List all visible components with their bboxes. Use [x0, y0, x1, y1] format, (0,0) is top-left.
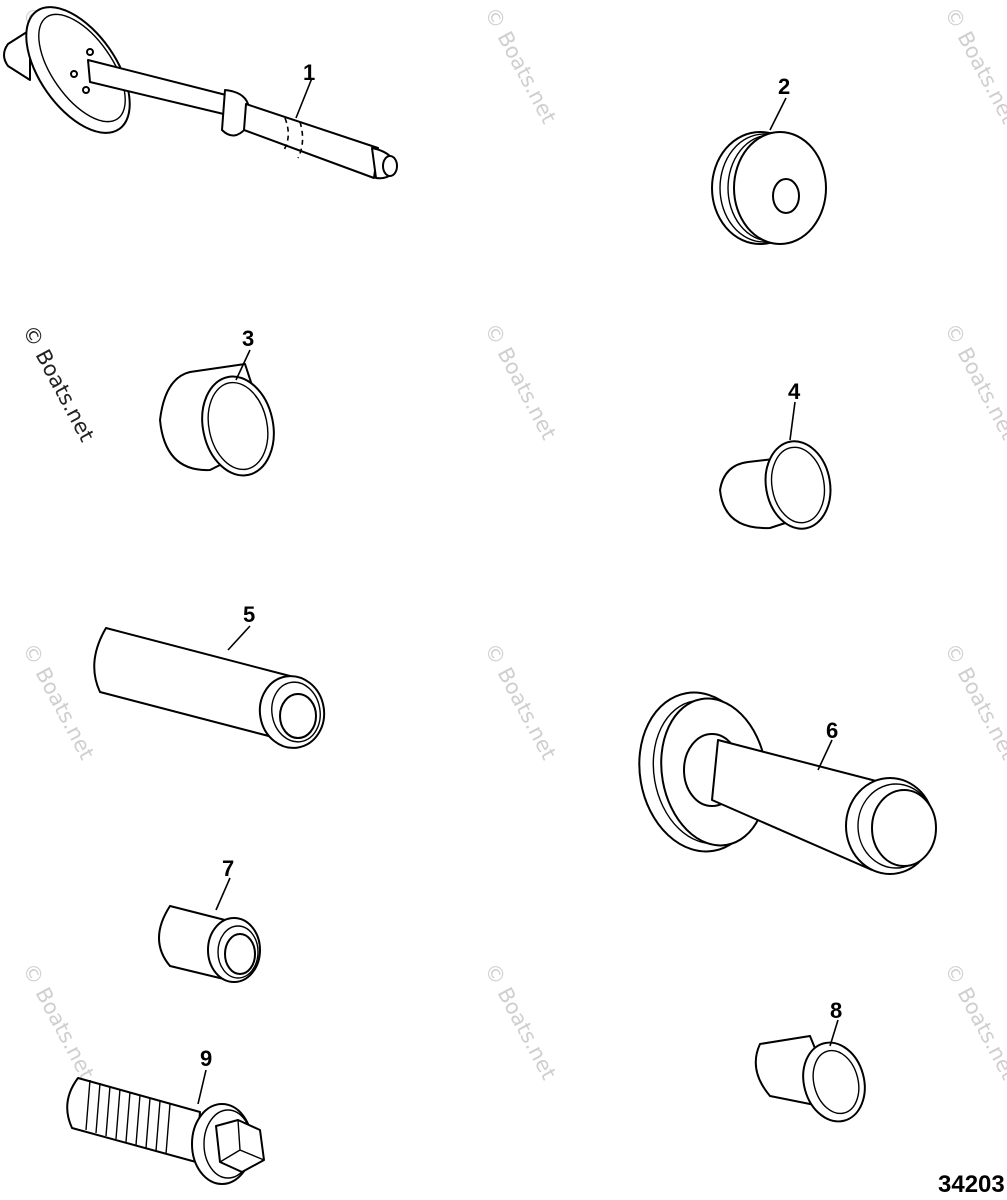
watermark: © Boats.net — [18, 639, 99, 763]
watermark: © Boats.net — [940, 639, 1007, 763]
part-8-tapered-sleeve: 8 — [754, 998, 866, 1123]
watermark: © Boats.net — [940, 3, 1007, 127]
callout-5: 5 — [243, 602, 255, 627]
watermark: © Boats.net — [940, 959, 1007, 1083]
callout-6: 6 — [826, 718, 838, 743]
callout-1: 1 — [303, 60, 315, 85]
part-5-cylinder: 5 — [93, 602, 326, 749]
watermark: © Boats.net — [480, 3, 561, 127]
figure-number: 34203 — [938, 1171, 1005, 1198]
watermark: © Boats.net — [480, 319, 561, 443]
watermark-dark: © Boats.net — [18, 321, 99, 445]
part-3-sleeve: 3 — [159, 326, 275, 477]
part-7-short-cylinder: 7 — [158, 856, 261, 983]
part-1-shaft-tool: 1 — [3, 6, 398, 180]
watermark: © Boats.net — [18, 959, 99, 1083]
part-9-splined-hex-tool: 9 — [66, 1046, 265, 1185]
part-2-disc: 2 — [711, 74, 827, 245]
callout-4: 4 — [788, 379, 801, 404]
watermark: © Boats.net — [940, 319, 1007, 443]
part-4-sleeve: 4 — [719, 379, 832, 530]
watermark: © Boats.net — [480, 959, 561, 1083]
part-6-flanged-tube: 6 — [638, 691, 937, 875]
callout-2: 2 — [778, 74, 790, 99]
watermark: © Boats.net — [480, 639, 561, 763]
callout-8: 8 — [830, 998, 842, 1023]
callout-7: 7 — [222, 856, 234, 881]
callout-3: 3 — [242, 326, 254, 351]
callout-9: 9 — [200, 1046, 212, 1071]
